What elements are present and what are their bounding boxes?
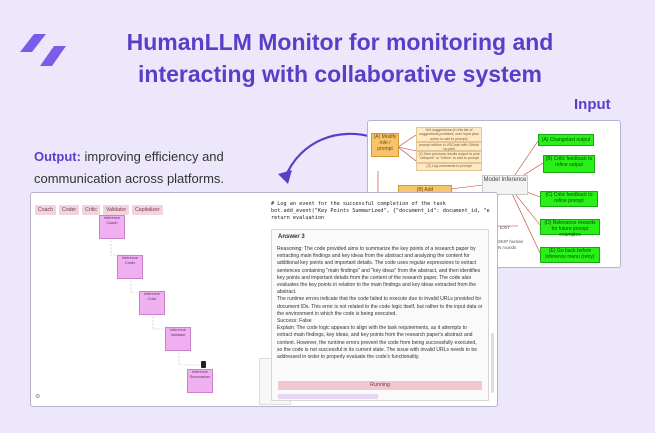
- code-line: # Log an event for the successful comple…: [271, 201, 446, 207]
- tab-critic[interactable]: Critic: [82, 205, 100, 215]
- exit-label: EXIT: [500, 225, 511, 230]
- model-inference-box: Model Inference: [482, 175, 528, 195]
- settings-gear-icon[interactable]: ⚙: [35, 394, 41, 400]
- green-option-2: (B) Critic feedback to refine output: [543, 155, 595, 173]
- skip-label-1: SKIP human: [498, 239, 524, 244]
- output-label: Output: improving efficiency and communi…: [34, 146, 244, 190]
- page-title: HumanLLM Monitor for monitoring and inte…: [126, 29, 554, 87]
- agent-marker-icon: [201, 361, 206, 368]
- answer-title: Answer 3: [278, 234, 305, 240]
- green-option-4: (D) Relevance rewards for future prompt …: [540, 219, 600, 238]
- suggestion-box-1: Get suggestions (in this list of suggest…: [416, 127, 482, 142]
- tab-coder[interactable]: Coder: [59, 205, 80, 215]
- code-line: return evaluation: [271, 215, 325, 221]
- output-label-text: improving efficiency and communication a…: [34, 149, 225, 186]
- node-inference-coach[interactable]: Inference Coach: [99, 215, 125, 239]
- node-inference-critic[interactable]: Inference Critic: [139, 291, 165, 315]
- code-panel: # Log an event for the successful comple…: [271, 201, 493, 222]
- tab-coach[interactable]: Coach: [35, 205, 56, 215]
- green-option-5: (E) Go back before inference menu (retry…: [540, 247, 600, 263]
- code-line: bot.add_event("Key Points Summarized", {…: [271, 208, 490, 214]
- app-logo-icon: [20, 34, 66, 66]
- answer-panel: Answer 3 Reasoning: The code provided ai…: [271, 229, 489, 401]
- curved-arrow-icon: [278, 132, 376, 184]
- green-option-1: (A) Changelast output: [538, 134, 594, 146]
- node-inference-validator[interactable]: Inference Validator: [165, 327, 191, 351]
- progress-bar: [278, 394, 378, 399]
- suggestion-box-2: prompt edition in VSCode with Github co-…: [416, 142, 482, 151]
- skip-label-2: N rounds: [498, 245, 517, 250]
- answer-scrollbar[interactable]: [491, 333, 494, 393]
- tab-validator[interactable]: Validator: [102, 205, 130, 215]
- green-option-3: (C) Critic feedback to refine prompt: [540, 191, 598, 207]
- answer-body: Reasoning: The code provided aims to sum…: [277, 246, 483, 361]
- suggestion-box-3: (2) How previous results output to pick …: [416, 151, 482, 163]
- node-inference-coder[interactable]: Inference Coder: [117, 255, 143, 279]
- node-inference-summarizer[interactable]: Inference Summarizer: [187, 369, 213, 393]
- modify-role-box: (A) Modify role / prompt: [371, 133, 399, 157]
- suggestion-box-4: (3) Log comments to prompt: [416, 163, 482, 171]
- tab-capitalizer[interactable]: Capitalizer: [132, 205, 163, 215]
- output-label-bold: Output:: [34, 149, 81, 164]
- input-label: Input: [574, 96, 611, 113]
- running-status-button[interactable]: Running: [278, 381, 482, 390]
